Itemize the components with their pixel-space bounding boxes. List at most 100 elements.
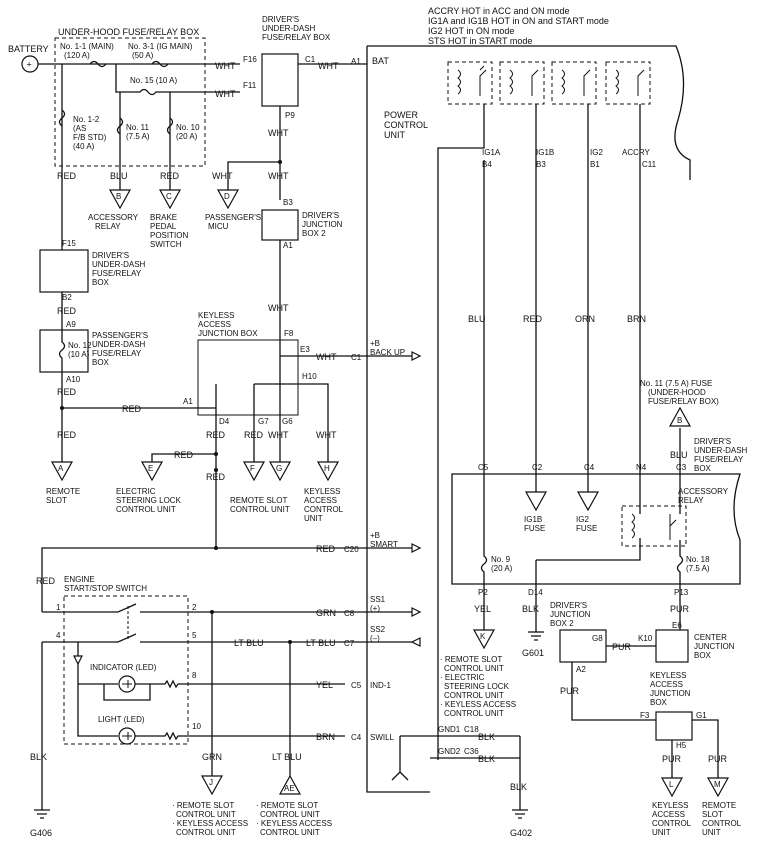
djb2-title-1: DRIVER'S — [302, 211, 339, 220]
ref-l-letter: L — [669, 780, 674, 789]
pcu-title-1: POWER — [384, 110, 419, 120]
ref-ae-label-2: CONTROL UNIT — [260, 810, 320, 819]
passenger-box: A9 No. 12 (10 A) A10 PASSENGER'S UNDER-D… — [39, 320, 148, 430]
ref-h-label-4: UNIT — [304, 514, 323, 523]
dudl-title-4: BOX — [92, 278, 110, 287]
ref-m-label-2: SLOT — [702, 810, 723, 819]
junction-dot-6 — [210, 610, 214, 614]
rb-title-3: FUSE/RELAY — [694, 455, 744, 464]
wire-ltblu-2: LT BLU — [306, 638, 336, 648]
dudl-box — [39, 249, 89, 293]
backup-arrow — [411, 351, 422, 361]
ref-m-letter: M — [714, 780, 721, 789]
es-pin-2: 2 — [192, 603, 197, 612]
ref-j-triangle — [200, 775, 224, 796]
djb2b-box — [559, 629, 607, 663]
pcu-c5: C5 — [351, 681, 362, 690]
junction-dot-5 — [214, 546, 218, 550]
pcu-gnd1: GND1 — [438, 725, 461, 734]
wire-wht-9: WHT — [268, 430, 289, 440]
ig2-fuse-1: IG2 — [576, 515, 589, 524]
ref-d-label-2: MICU — [208, 222, 229, 231]
ig1b-fuse-triangle — [524, 491, 548, 512]
kjb-e3: E3 — [300, 345, 310, 354]
relay-ig2 — [551, 61, 597, 105]
junction-dot-7 — [288, 640, 292, 644]
pcu-swill: SWILL — [370, 733, 395, 742]
battery-label: BATTERY — [8, 44, 49, 54]
pcu-c4: C4 — [351, 733, 362, 742]
wire-pur-3: PUR — [670, 604, 690, 614]
wire-red-c: RED — [160, 171, 180, 181]
ref-h-triangle — [316, 461, 340, 482]
pcu-ground-wires — [391, 735, 528, 819]
pcu-c7: C7 — [344, 639, 355, 648]
pb-fuse — [58, 330, 66, 430]
ref-h-label-3: CONTROL — [304, 505, 344, 514]
es-bypass — [103, 684, 151, 701]
ig1b-fuse-2: FUSE — [524, 524, 545, 533]
pb-fuse-1: No. 12 — [68, 341, 92, 350]
dudl-title-3: FUSE/RELAY — [92, 269, 142, 278]
es-outline — [63, 595, 189, 745]
cjb-title-2: JUNCTION — [694, 642, 735, 651]
relay-accry — [605, 61, 651, 105]
red-to-e — [151, 453, 216, 462]
ref-e-label-2: STEERING LOCK — [116, 496, 182, 505]
keyless-jb-top: KEYLESS ACCESS JUNCTION BOX F8 E3 H10 A1… — [183, 311, 345, 462]
acc-relay-wires — [536, 428, 684, 600]
djb2-b3: B3 — [283, 198, 293, 207]
ig2-fuse-2: FUSE — [576, 524, 597, 533]
kjb-title-1: KEYLESS — [198, 311, 234, 320]
mode-note-4: STS HOT in START mode — [428, 36, 532, 46]
ref-b2-label-1: No. 11 (7.5 A) FUSE — [640, 379, 712, 388]
g406-ground — [34, 642, 50, 819]
dud-top-title-3: FUSE/RELAY BOX — [262, 33, 331, 42]
ref-d: D PASSENGER'S MICU — [205, 189, 261, 231]
ref-k-label-7: CONTROL UNIT — [444, 709, 504, 718]
kjbb-title-3: JUNCTION — [650, 689, 691, 698]
wire-blu-b: BLU — [110, 171, 128, 181]
g402-label: G402 — [510, 828, 532, 838]
wire-pur-2: PUR — [560, 686, 580, 696]
wire-ig1b-color: RED — [523, 314, 543, 324]
es-indicator-label: INDICATOR (LED) — [90, 663, 157, 672]
pb-title-3: FUSE/RELAY — [92, 349, 142, 358]
es-light-label: LIGHT (LED) — [98, 715, 145, 724]
wire-red-9: RED — [206, 472, 226, 482]
ref-g: G — [268, 461, 292, 482]
wire-wht-10: WHT — [316, 430, 337, 440]
es-pin-8: 8 — [192, 671, 197, 680]
djb2-title-3: BOX 2 — [302, 229, 326, 238]
ig2-fuse-triangle — [576, 491, 600, 512]
ref-h-letter: H — [324, 464, 330, 473]
ref-f-triangle — [242, 461, 266, 482]
fuse-11-l1: No. 11 — [126, 123, 150, 132]
pcu-bat-label: BAT — [372, 56, 389, 66]
ref-d-label-1: PASSENGER'S — [205, 213, 261, 222]
cjb-title-3: BOX — [694, 651, 712, 660]
underhood-branch-wires — [61, 64, 171, 190]
wire-red-11: RED — [36, 576, 56, 586]
wire-accry-color: BRN — [627, 314, 646, 324]
relay-ig1a — [447, 61, 493, 105]
ref-k-label-4: STEERING LOCK — [444, 682, 510, 691]
wire-red-7: RED — [244, 430, 264, 440]
ref-b-label-2: RELAY — [95, 222, 121, 231]
wire-pur-5: PUR — [708, 754, 728, 764]
rb-outline — [451, 473, 741, 585]
wire-ig1a-color: BLU — [468, 314, 486, 324]
relay-contacts — [479, 65, 645, 96]
fuse-1-2-l4: (40 A) — [73, 142, 95, 151]
ref-g-triangle — [268, 461, 292, 482]
pcu-gnd2: GND2 — [438, 747, 461, 756]
ref-k-label-3: · ELECTRIC — [440, 673, 485, 682]
djb2b-a2: A2 — [576, 665, 586, 674]
kjb-a1: A1 — [183, 397, 193, 406]
ref-j-label-1: · REMOTE SLOT — [172, 801, 234, 810]
es-resistors — [135, 679, 188, 741]
pb-fuse-2: (10 A) — [68, 350, 90, 359]
acc-relay-2: RELAY — [678, 496, 704, 505]
fuse-9-symbol — [480, 466, 488, 600]
